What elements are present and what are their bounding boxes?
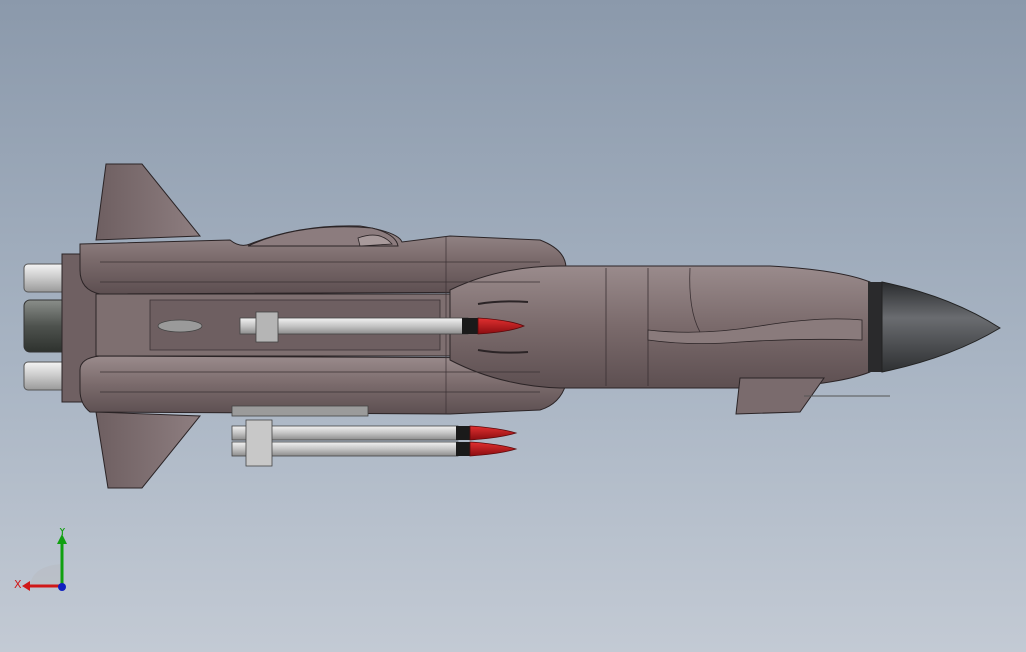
x-axis-arrow (22, 581, 30, 591)
y-axis-label: Y (58, 528, 66, 538)
fuselage-curve (689, 267, 701, 333)
nose-cone (881, 281, 1001, 373)
triad-plane (30, 564, 62, 586)
ext-missile-1-band (456, 426, 470, 440)
intake-flap-bottom (477, 349, 529, 354)
bay-pod (157, 319, 203, 333)
bay-missile-fins (255, 311, 279, 343)
ext-missile-2-band (456, 442, 470, 456)
ventral-fin (735, 377, 825, 415)
ext-missile-1-tip (469, 425, 518, 441)
tail-fin-top (95, 163, 202, 241)
canopy-glass (357, 234, 393, 247)
rack-rail (231, 405, 369, 417)
z-axis-dot (58, 583, 66, 591)
upper-nacelle (79, 225, 567, 295)
intake-flap-top (477, 300, 529, 305)
bay-missile-band (462, 318, 478, 334)
ext-missile-fins (245, 419, 273, 467)
tail-fin-bottom (95, 411, 202, 489)
ext-missile-2-tip (469, 441, 518, 457)
fuselage-panel-line (605, 268, 649, 386)
orientation-triad: Y X (14, 528, 67, 591)
nacelle-lines (100, 236, 540, 414)
nose-band (868, 282, 882, 372)
intake-fairing (647, 318, 863, 344)
y-axis-arrow (57, 534, 67, 544)
bay-missile-tip (477, 317, 526, 335)
x-axis-label: X (14, 578, 22, 591)
